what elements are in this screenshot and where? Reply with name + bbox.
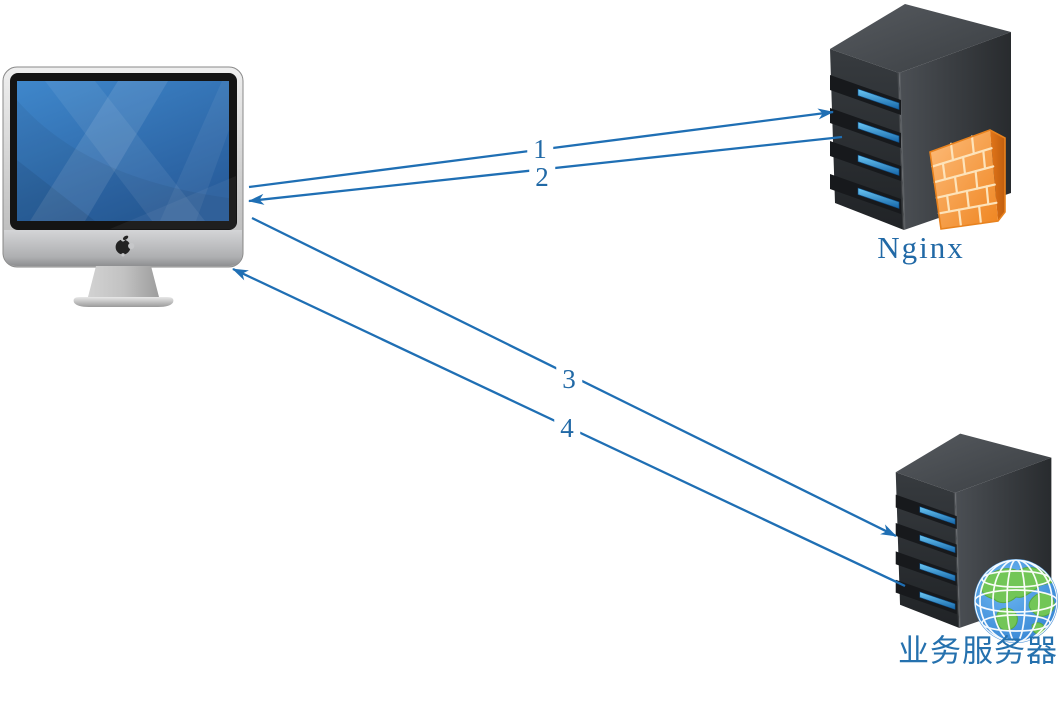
- imac-wallpaper-swooshes: [17, 81, 229, 221]
- nginx-server-label: Nginx: [877, 230, 965, 265]
- nginx-server: [828, 2, 1013, 232]
- client-computer: [2, 66, 244, 307]
- business-server: [894, 432, 1058, 643]
- firewall-icon: [929, 129, 1006, 230]
- arrow-1-label: 1: [527, 134, 553, 163]
- arrow-4-label: 4: [554, 413, 580, 442]
- arrow-2-label: 2: [529, 162, 555, 191]
- globe-icon: [974, 559, 1058, 643]
- imac-stand-neck: [88, 266, 159, 297]
- arrow-3-label: 3: [556, 364, 582, 393]
- business-server-label: 业务服务器: [898, 633, 1058, 669]
- flow-arrows: [232, 108, 906, 588]
- imac-screen: [17, 81, 229, 221]
- apple-logo-icon: [115, 235, 135, 257]
- imac-stand-base: [73, 297, 174, 307]
